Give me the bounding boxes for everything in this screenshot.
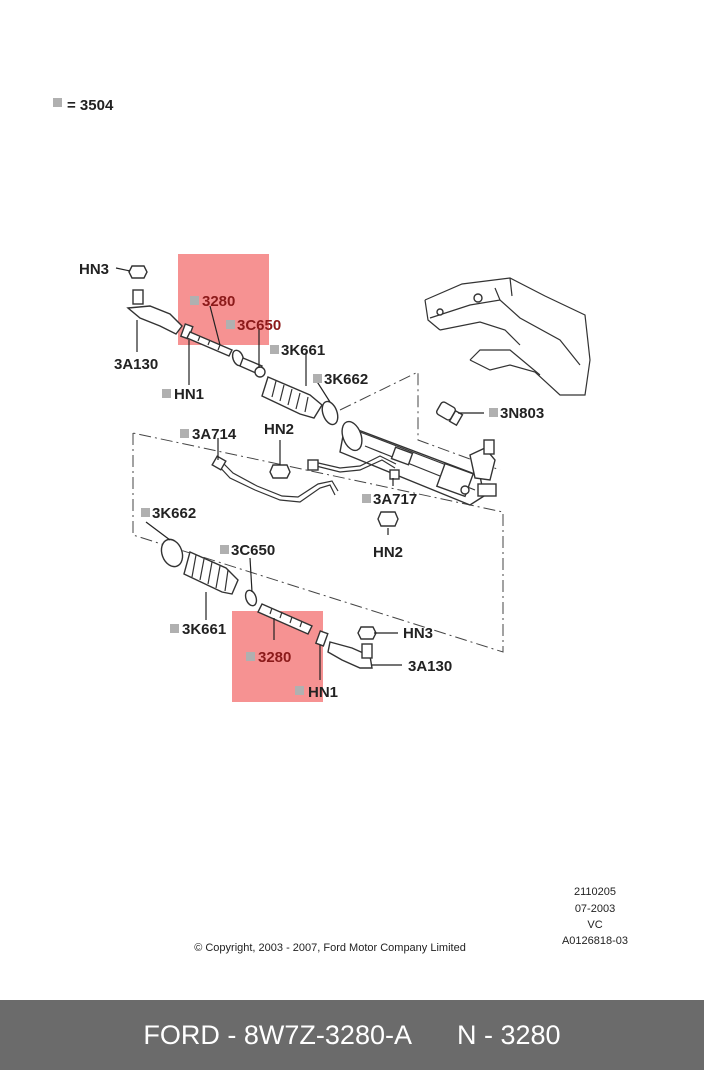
steering-linkage-diagram: = 3504	[53, 97, 628, 954]
label-3280-bottom: 3280	[258, 649, 291, 666]
label-hn1-bottom: HN1	[308, 684, 338, 701]
upper-tie-rod-assembly	[126, 265, 339, 426]
label-3a130-top: 3A130	[114, 356, 158, 373]
label-hn3-top: HN3	[79, 261, 109, 278]
part-labels: HN3 3280 3C650 3K661 3K662 3A130 HN1 3N8…	[79, 261, 544, 701]
jam-nut-hn1-bottom	[314, 630, 329, 647]
label-hn2-bottom: HN2	[373, 544, 403, 561]
copyright-text: © Copyright, 2003 - 2007, Ford Motor Com…	[194, 942, 466, 954]
ref-line-2: 07-2003	[575, 903, 615, 915]
clamp-3k662-bottom	[160, 538, 184, 568]
label-3280-top: 3280	[202, 293, 235, 310]
sensor-3n803	[435, 401, 464, 427]
steering-gear-housing	[339, 420, 497, 506]
nut-hn3-top	[128, 265, 148, 279]
label-3a130-bottom: 3A130	[408, 658, 452, 675]
label-3k662-top: 3K662	[324, 371, 368, 388]
label-3k661-top: 3K661	[281, 342, 325, 359]
boot-3k661-top	[261, 376, 323, 419]
subframe-crossmember	[424, 277, 591, 396]
clamp-3k662-top	[321, 400, 339, 426]
fluid-lines	[211, 455, 400, 527]
label-hn1-top: HN1	[174, 386, 204, 403]
label-3n803: 3N803	[500, 405, 544, 422]
leader-lines	[115, 267, 484, 680]
part-number-footer: FORD - 8W7Z-3280-A N - 3280	[0, 1000, 704, 1070]
inner-tie-rod-bottom	[257, 603, 313, 635]
legend-marker	[53, 98, 62, 107]
outer-tie-rod-end-top	[126, 305, 183, 335]
footer-number: N - 3280	[457, 1019, 561, 1050]
diagram-reference: 2110205 07-2003 VC A0126818-03	[562, 886, 628, 947]
label-3a717: 3A717	[373, 491, 417, 508]
group-boundaries	[132, 371, 504, 653]
washer-hn2-top	[269, 464, 291, 479]
label-3c650-top: 3C650	[237, 317, 281, 334]
outer-tie-rod-end-bottom	[327, 641, 373, 669]
ref-line-4: A0126818-03	[562, 935, 628, 947]
ref-line-3: VC	[587, 919, 602, 931]
label-3k662-bottom: 3K662	[152, 505, 196, 522]
clamp-3c650-bottom	[244, 589, 258, 607]
tie-rod-stud-top	[132, 289, 144, 305]
boot-3k661-bottom	[183, 551, 239, 595]
pinion-housing	[469, 447, 496, 481]
label-markers	[141, 296, 498, 695]
label-3c650-bottom: 3C650	[231, 542, 275, 559]
lower-tie-rod-assembly	[160, 538, 377, 669]
label-hn2-top: HN2	[264, 421, 294, 438]
inner-tie-rod-top	[186, 331, 233, 357]
label-hn3-bottom: HN3	[403, 625, 433, 642]
ref-line-1: 2110205	[574, 886, 616, 898]
legend: = 3504	[53, 97, 114, 114]
footer-brand-part: FORD - 8W7Z-3280-A	[143, 1019, 412, 1050]
label-3k661-bottom: 3K661	[182, 621, 226, 638]
washer-hn2-bottom	[377, 511, 399, 527]
label-3a714: 3A714	[192, 426, 237, 443]
legend-text: = 3504	[67, 97, 114, 114]
nut-hn3-bottom	[357, 626, 377, 640]
